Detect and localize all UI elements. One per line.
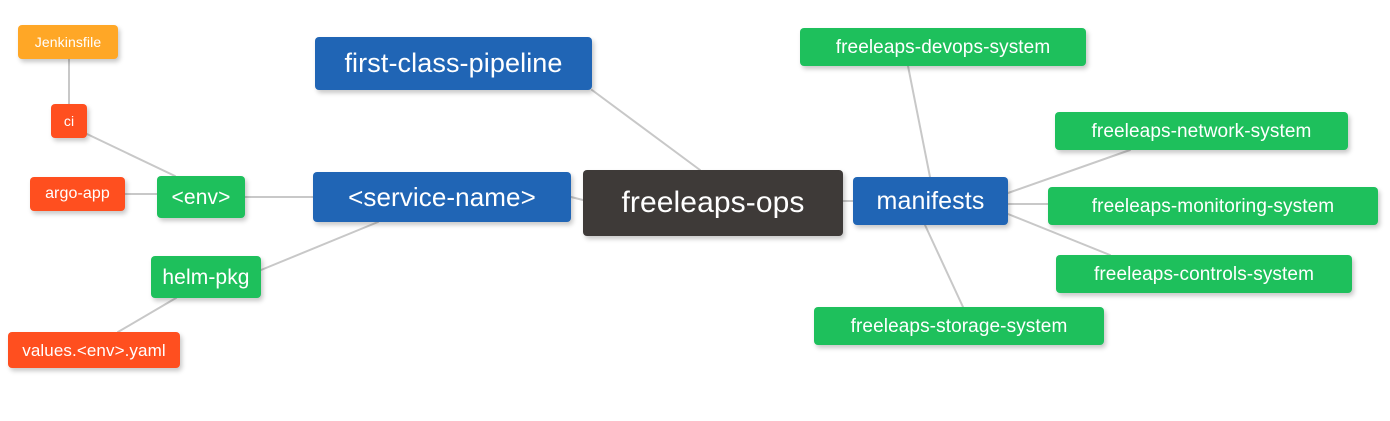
edge-manifests-to-freeleaps-devops-system — [907, 65, 931, 178]
mindmap-node-service-name[interactable]: <service-name> — [313, 172, 571, 222]
edge-values-env-yaml-to-helm-pkg — [117, 297, 177, 333]
mindmap-node-argo-app[interactable]: argo-app — [30, 177, 125, 211]
mindmap-node-freeleaps-controls-system[interactable]: freeleaps-controls-system — [1056, 255, 1352, 293]
mindmap-node-freeleaps-network-system[interactable]: freeleaps-network-system — [1055, 112, 1348, 150]
mindmap-node-freeleaps-devops-system[interactable]: freeleaps-devops-system — [800, 28, 1086, 66]
edge-first-class-pipeline-to-freeleaps-ops — [591, 89, 701, 171]
mindmap-node-values-env-yaml[interactable]: values.<env>.yaml — [8, 332, 180, 368]
mindmap-node-helm-pkg[interactable]: helm-pkg — [151, 256, 261, 298]
edge-manifests-to-freeleaps-storage-system — [924, 224, 964, 308]
mindmap-node-env[interactable]: <env> — [157, 176, 245, 218]
mindmap-node-freeleaps-monitoring-system[interactable]: freeleaps-monitoring-system — [1048, 187, 1378, 225]
edge-ci-to-env — [86, 133, 176, 177]
mindmap-node-manifests[interactable]: manifests — [853, 177, 1008, 225]
mindmap-node-freeleaps-storage-system[interactable]: freeleaps-storage-system — [814, 307, 1104, 345]
mindmap-node-ci[interactable]: ci — [51, 104, 87, 138]
mindmap-node-freeleaps-ops[interactable]: freeleaps-ops — [583, 170, 843, 236]
edge-helm-pkg-to-service-name — [260, 221, 379, 271]
edge-service-name-to-freeleaps-ops — [570, 196, 584, 201]
mindmap-node-jenkinsfile[interactable]: Jenkinsfile — [18, 25, 118, 59]
mindmap-node-first-class-pipeline[interactable]: first-class-pipeline — [315, 37, 592, 90]
